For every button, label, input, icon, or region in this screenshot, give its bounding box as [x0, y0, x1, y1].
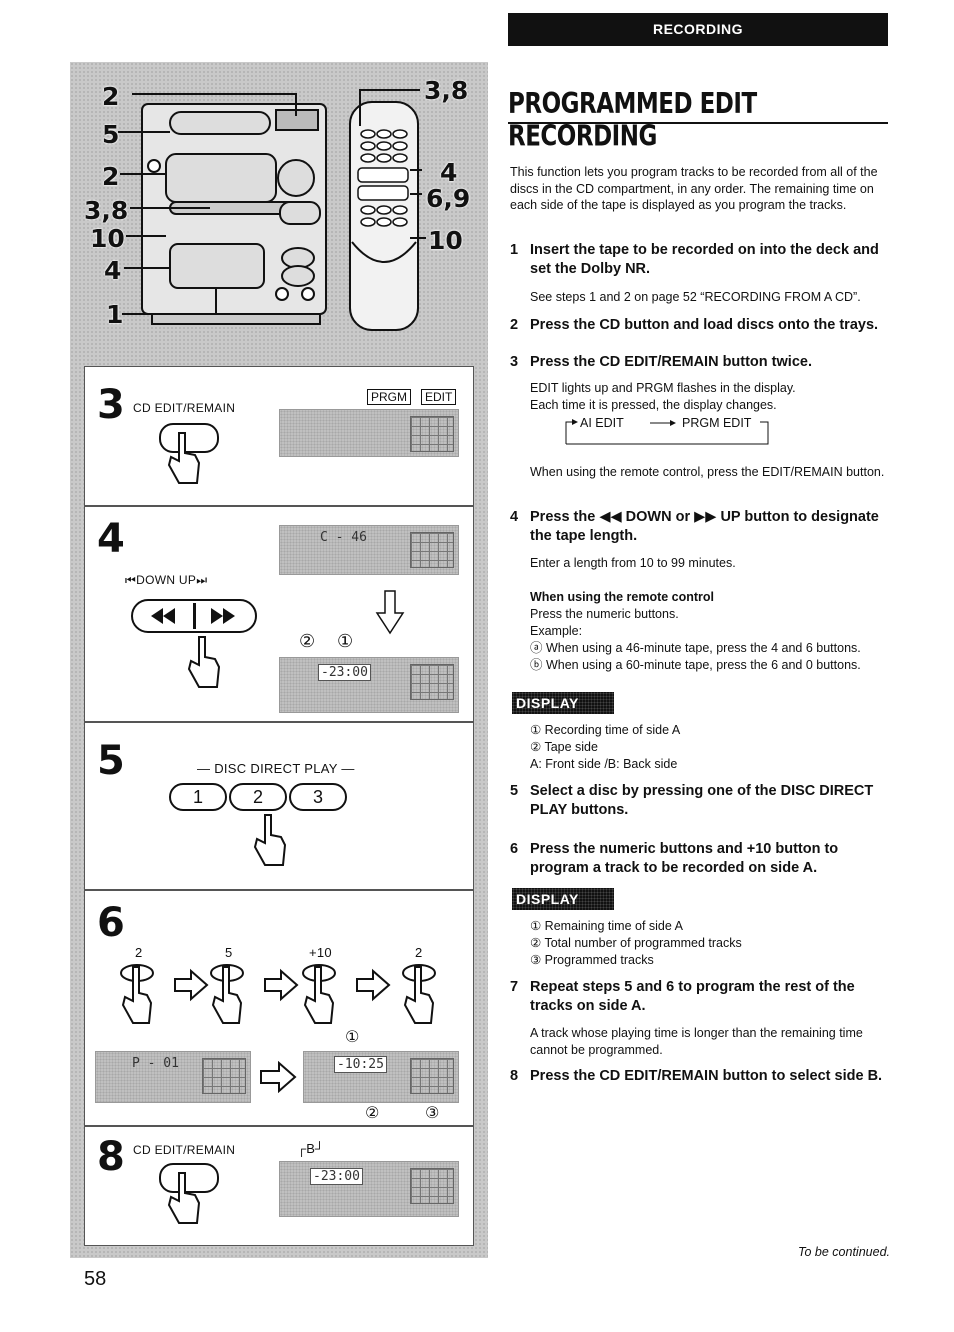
- callout-4-right: 4: [440, 158, 458, 187]
- pointing-hand-icon: [253, 814, 287, 866]
- lcd-display-step-4b: -23:00: [279, 657, 459, 713]
- lcd-display-step-8: -23:00: [279, 1161, 459, 1217]
- callout-5: 5: [102, 120, 120, 149]
- marker-1: ①: [345, 1029, 360, 1046]
- panel-8-label: CD EDIT/REMAIN: [133, 1143, 236, 1157]
- panel-3-number: 3: [97, 382, 125, 428]
- prgm-indicator: PRGM: [367, 389, 411, 405]
- lcd-remaining-time: -23:00: [310, 1168, 363, 1185]
- illustration-column: 2 5 2 3,8 10 4 1 3,8 4 6,9 10 3 CD EDIT/…: [70, 62, 488, 1258]
- section-header: RECORDING: [508, 13, 888, 46]
- num-label-5: 5: [225, 945, 233, 960]
- lcd-track-grid: [410, 1168, 454, 1204]
- lcd-display-step-4a: C - 46: [279, 525, 459, 575]
- display-cycle-diagram: AI EDIT PRGM EDIT: [560, 416, 780, 448]
- stereo-illustration: 2 5 2 3,8 10 4 1 3,8 4 6,9 10: [70, 62, 488, 362]
- right-arrow-icon: [260, 1061, 297, 1093]
- display-badge-2: DISPLAY: [512, 888, 614, 910]
- num-label-2b: 2: [415, 945, 423, 960]
- intro-paragraph: This function lets you program tracks to…: [510, 165, 878, 212]
- panel-8-number: 8: [97, 1134, 125, 1180]
- lcd-remaining-time: -10:25: [334, 1056, 387, 1073]
- disc-2-button[interactable]: 2: [229, 783, 287, 811]
- lcd-track-grid: [410, 416, 454, 452]
- step-3-remote-note: When using the remote control, press the…: [530, 465, 885, 479]
- callout-3-8-right: 3,8: [424, 76, 469, 105]
- step-1-body: See steps 1 and 2 on page 52 “RECORDING …: [530, 290, 861, 304]
- marker-2: ②: [299, 631, 316, 651]
- num-label-2a: 2: [135, 945, 143, 960]
- step-4-body: Enter a length from 10 to 99 minutes.: [530, 556, 736, 570]
- lcd-remaining-time: -23:00: [318, 664, 371, 681]
- callout-10-right: 10: [428, 226, 463, 255]
- page-number: 58: [84, 1268, 107, 1290]
- panel-4-number: 4: [97, 516, 125, 562]
- cd-edit-remain-button[interactable]: [159, 1163, 219, 1193]
- button-sequence-icon: [120, 964, 436, 1024]
- panel-5-number: 5: [97, 738, 125, 784]
- callout-6-9: 6,9: [426, 184, 471, 213]
- lcd-tape-length: C - 46: [320, 530, 367, 545]
- cd-edit-remain-button[interactable]: [159, 423, 219, 453]
- panel-5-label: — DISC DIRECT PLAY —: [197, 761, 355, 776]
- panel-6-number: 6: [97, 900, 125, 946]
- rewind-forward-icon: [151, 603, 235, 629]
- step-3-body: EDIT lights up and PRGM flashes in the d…: [530, 381, 796, 412]
- marker-1: ①: [337, 631, 354, 651]
- page-title: PROGRAMMED EDIT RECORDING: [508, 88, 757, 153]
- panel-4-label: ⏮DOWN UP⏭: [125, 573, 208, 587]
- panel-step-3: 3 CD EDIT/REMAIN PRGM EDIT: [84, 366, 474, 506]
- callout-3-8-left: 3,8: [84, 196, 129, 225]
- lcd-track-grid: [410, 664, 454, 700]
- display-legend-2: ① Remaining time of side A ② Total numbe…: [530, 919, 742, 967]
- callout-1: 1: [106, 300, 124, 329]
- step-7-body: A track whose playing time is longer tha…: [530, 1026, 863, 1057]
- lcd-track-grid: [202, 1058, 246, 1094]
- to-be-continued: To be continued.: [798, 1245, 890, 1259]
- panel-step-8: 8 CD EDIT/REMAIN ┌B┘ -23:00: [84, 1126, 474, 1246]
- side-b-indicator: ┌B┘: [297, 1141, 325, 1156]
- pointing-hand-icon: [187, 636, 221, 688]
- step-4-remote: When using the remote control Press the …: [530, 590, 861, 672]
- panel-step-5: 5 — DISC DIRECT PLAY — 1 2 3: [84, 722, 474, 890]
- display-legend-1: ① Recording time of side A ② Tape side A…: [530, 723, 681, 771]
- num-label-plus10: +10: [309, 945, 332, 960]
- marker-2: ②: [365, 1105, 380, 1122]
- pointing-hand-icon: [167, 432, 201, 484]
- down-up-buttons[interactable]: [131, 599, 257, 633]
- lcd-track-grid: [410, 532, 454, 568]
- lcd-program-number: P - 01: [132, 1056, 179, 1071]
- display-badge-1: DISPLAY: [512, 692, 614, 714]
- edit-indicator: EDIT: [421, 389, 457, 405]
- callout-2-top: 2: [102, 82, 120, 111]
- panel-3-label: CD EDIT/REMAIN: [133, 401, 236, 415]
- lcd-display-step-6a: P - 01: [95, 1051, 251, 1103]
- disc-3-button[interactable]: 3: [289, 783, 347, 811]
- marker-3: ③: [425, 1105, 440, 1122]
- panel-step-6: 6 2 5 +10 2 P - 01 ① -10:25: [84, 890, 474, 1126]
- lcd-track-grid: [410, 1058, 454, 1094]
- flow-prgm-edit: PRGM EDIT: [682, 416, 752, 430]
- cycle-arrow-icon: [565, 419, 769, 445]
- disc-1-button[interactable]: 1: [169, 783, 227, 811]
- title-underline: [508, 122, 888, 124]
- callout-4-left: 4: [104, 256, 122, 285]
- lcd-display-step-3: [279, 409, 459, 457]
- lcd-display-step-6b: -10:25: [303, 1051, 459, 1103]
- flow-ai-edit: AI EDIT: [580, 416, 624, 430]
- callout-2-mid: 2: [102, 162, 120, 191]
- pointing-hand-icon: [167, 1172, 201, 1224]
- panel-step-4: 4 ⏮DOWN UP⏭ C - 46 ② ① -23:00: [84, 506, 474, 722]
- stereo-and-remote-icon: [118, 89, 426, 331]
- callout-10-left: 10: [90, 224, 125, 253]
- down-arrow-icon: [375, 590, 405, 635]
